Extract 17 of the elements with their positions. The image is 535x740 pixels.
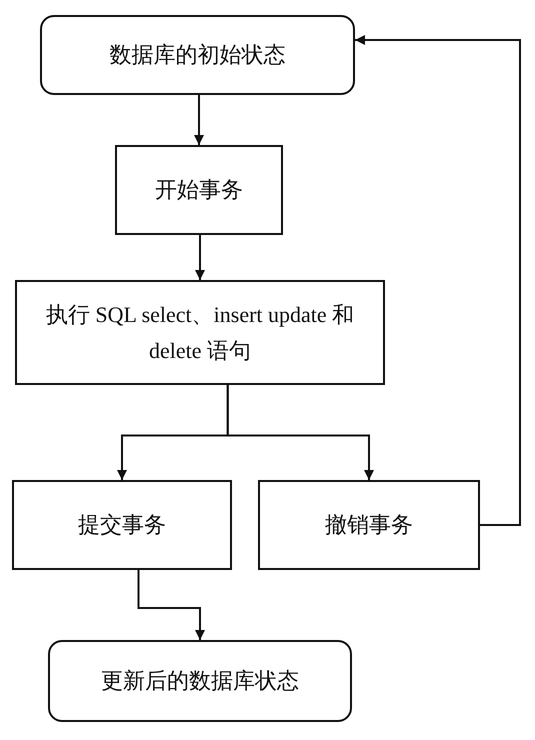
node-text: 数据库的初始状态 (110, 41, 286, 70)
process-box (258, 480, 480, 570)
arrow (226, 385, 374, 480)
arrow (195, 235, 205, 280)
state-box (40, 15, 355, 95)
node-text: 撤销事务 (325, 511, 413, 540)
arrow (355, 35, 521, 526)
node-text: 更新后的数据库状态 (101, 667, 299, 696)
state-box (48, 640, 352, 722)
process-box (115, 145, 283, 235)
node-text: 提交事务 (78, 511, 166, 540)
arrow (194, 95, 204, 145)
process-box (12, 480, 232, 570)
process-box (15, 280, 385, 385)
node-text: 执行 SQL select、insert update 和 delete 语句 (44, 301, 356, 364)
arrow (138, 570, 205, 640)
node-text: 开始事务 (155, 176, 243, 204)
